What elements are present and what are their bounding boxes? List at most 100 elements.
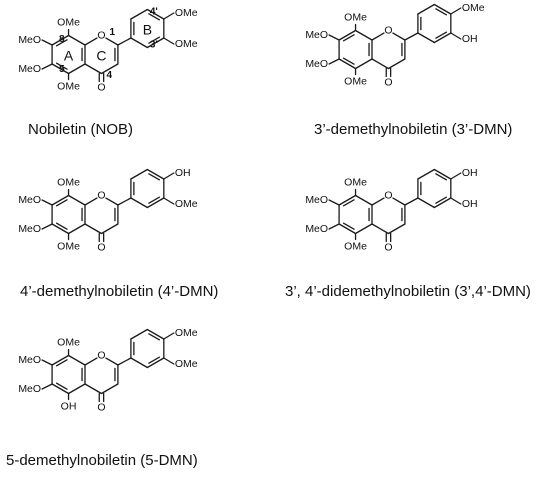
substituent-bond xyxy=(41,223,53,230)
bond xyxy=(51,354,70,366)
substituent-bond xyxy=(450,197,462,205)
position-4p-label: 4' xyxy=(150,7,158,18)
bond xyxy=(84,63,103,75)
bond xyxy=(67,34,86,46)
bond xyxy=(67,383,86,395)
double-bond xyxy=(55,222,68,230)
bond xyxy=(338,29,357,41)
c8-substituent-label: OMe xyxy=(57,177,80,189)
double-bond xyxy=(148,173,161,181)
bond xyxy=(130,357,149,369)
bond xyxy=(100,383,119,395)
position-3p-label: 3' xyxy=(150,40,158,51)
position-4-label: 4 xyxy=(106,70,112,81)
bond xyxy=(338,223,357,235)
bond xyxy=(417,197,436,209)
double-bond xyxy=(148,13,161,21)
caption-4p-dmn: 4’-demethylnobiletin (4’-DMN) xyxy=(20,283,219,300)
bond xyxy=(433,197,452,209)
bond xyxy=(146,37,165,49)
double-bond xyxy=(148,196,161,204)
c4p-substituent-label: OMe xyxy=(462,2,485,14)
c4p-substituent-label: OMe xyxy=(175,327,198,339)
double-bond xyxy=(435,8,448,16)
carbonyl-oxygen-label: O xyxy=(97,82,105,94)
bond xyxy=(338,194,357,206)
ring-b-label: B xyxy=(143,22,152,38)
bond xyxy=(371,58,390,70)
carbonyl-oxygen-label: O xyxy=(97,402,105,414)
c5-substituent-label: OMe xyxy=(57,241,80,253)
bond xyxy=(117,197,132,206)
bond xyxy=(146,168,165,180)
c6-substituent-label: MeO xyxy=(18,63,41,75)
position-1-label: 1 xyxy=(109,27,115,38)
bond xyxy=(105,197,119,206)
bond xyxy=(51,383,70,395)
bond xyxy=(105,357,119,366)
c5-substituent-label: OH xyxy=(61,401,77,413)
bond xyxy=(51,223,70,235)
c3p-substituent-label: OMe xyxy=(175,38,198,50)
double-bond xyxy=(55,359,68,367)
double-bond xyxy=(342,34,355,42)
bond xyxy=(51,34,70,46)
ring-oxygen-label: O xyxy=(97,30,105,42)
bond xyxy=(354,194,373,206)
c7-substituent-label: MeO xyxy=(305,29,328,41)
bond xyxy=(371,223,390,235)
bond xyxy=(392,32,406,41)
caption-5-dmn: 5-demethylnobiletin (5-DMN) xyxy=(6,452,198,469)
ring-oxygen-label: O xyxy=(97,350,105,362)
substituent-bond xyxy=(163,172,175,180)
double-bond xyxy=(342,199,355,207)
bond xyxy=(84,223,103,235)
c8-substituent-label: OMe xyxy=(57,337,80,349)
bond xyxy=(67,194,86,206)
double-bond xyxy=(435,196,448,204)
bond xyxy=(67,63,86,75)
bond xyxy=(433,3,452,15)
substituent-bond xyxy=(328,58,340,65)
substituent-bond xyxy=(328,199,340,206)
substituent-bond xyxy=(41,383,53,390)
c7-substituent-label: MeO xyxy=(18,194,41,206)
bond xyxy=(84,357,98,366)
carbonyl-oxygen-label: O xyxy=(384,242,392,254)
double-bond xyxy=(148,356,161,364)
position-8-label: 8 xyxy=(59,34,65,45)
c7-substituent-label: MeO xyxy=(305,194,328,206)
c3p-substituent-label: OH xyxy=(462,198,478,210)
bond xyxy=(146,8,165,20)
caption-3p-dmn: 3’-demethylnobiletin (3’-DMN) xyxy=(314,121,513,138)
position-5-label: 5 xyxy=(59,64,65,75)
bond xyxy=(387,223,406,235)
c8-substituent-label: OMe xyxy=(344,12,367,24)
bond xyxy=(146,197,165,209)
c5-substituent-label: OMe xyxy=(344,241,367,253)
bond xyxy=(130,8,149,20)
c3p-substituent-label: OMe xyxy=(175,358,198,370)
substituent-bond xyxy=(163,12,175,20)
c7-substituent-label: MeO xyxy=(18,34,41,46)
bond xyxy=(51,194,70,206)
substituent-bond xyxy=(41,63,53,70)
bond xyxy=(392,197,406,206)
bond xyxy=(338,58,357,70)
bond xyxy=(67,223,86,235)
caption-nobiletin: Nobiletin (NOB) xyxy=(28,121,134,138)
bond xyxy=(417,3,436,15)
carbonyl-oxygen-label: O xyxy=(384,77,392,89)
double-bond xyxy=(342,57,355,65)
substituent-bond xyxy=(328,34,340,41)
c4p-substituent-label: OH xyxy=(175,167,191,179)
substituent-bond xyxy=(163,332,175,340)
bond xyxy=(117,357,132,366)
bond xyxy=(354,223,373,235)
bond xyxy=(130,168,149,180)
bond xyxy=(100,63,119,75)
